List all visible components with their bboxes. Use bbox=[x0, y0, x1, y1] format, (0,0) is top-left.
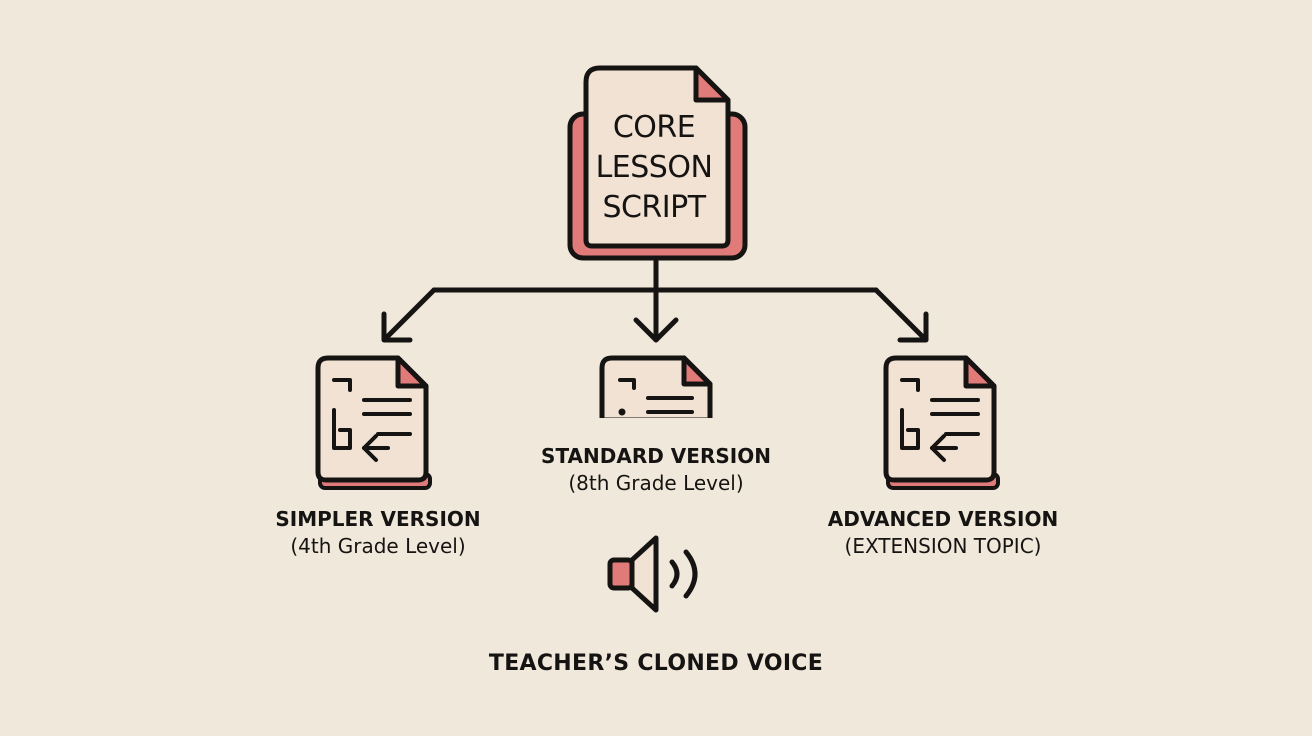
core-lesson-title: CORE LESSON SCRIPT bbox=[586, 108, 722, 228]
standard-version-subtitle: (8th Grade Level) bbox=[568, 471, 744, 495]
simpler-document-icon bbox=[315, 355, 432, 490]
core-lesson-document-icon bbox=[567, 65, 748, 261]
standard-version-title: STANDARD VERSION bbox=[541, 444, 771, 468]
standard-document-icon bbox=[598, 355, 714, 424]
branch-arrows bbox=[381, 255, 929, 343]
arrow-to-advanced bbox=[873, 287, 927, 341]
simpler-version-title: SIMPLER VERSION bbox=[275, 507, 481, 531]
speaker-icon bbox=[607, 535, 698, 613]
advanced-version-label: ADVANCED VERSION (EXTENSION TOPIC) bbox=[793, 506, 1093, 560]
core-title-line-1: CORE bbox=[612, 110, 696, 145]
arrowhead-advanced bbox=[897, 311, 929, 343]
core-title-line-2: LESSON bbox=[595, 150, 713, 185]
cloned-voice-label: TEACHER’S CLONED VOICE bbox=[488, 651, 824, 676]
core-title-line-3: SCRIPT bbox=[602, 190, 706, 225]
simpler-version-subtitle: (4th Grade Level) bbox=[290, 534, 466, 558]
advanced-version-title: ADVANCED VERSION bbox=[827, 507, 1059, 531]
arrowhead-simpler bbox=[381, 311, 413, 343]
arrowhead-standard bbox=[633, 317, 679, 343]
standard-version-label: STANDARD VERSION (8th Grade Level) bbox=[506, 443, 806, 497]
arrow-to-simpler bbox=[383, 287, 437, 341]
advanced-version-subtitle: (EXTENSION TOPIC) bbox=[844, 534, 1042, 558]
advanced-document-icon bbox=[883, 355, 1000, 490]
simpler-version-label: SIMPLER VERSION (4th Grade Level) bbox=[228, 506, 528, 560]
